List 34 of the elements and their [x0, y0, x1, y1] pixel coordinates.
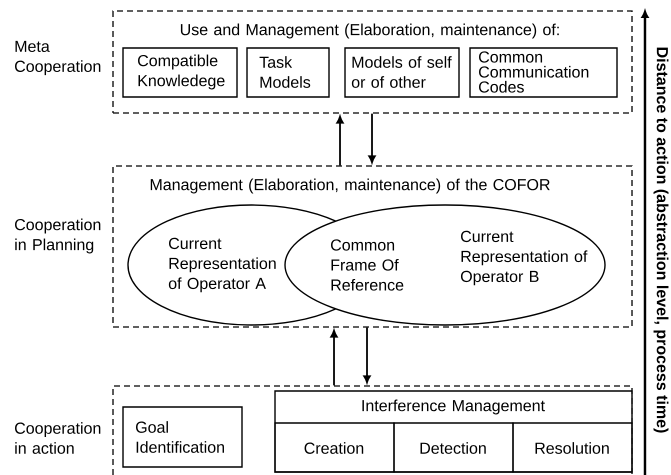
dashed-band: [15, 10, 633, 114]
level-label: Meta Cooperation: [15, 40, 100, 76]
table-cell: [393, 422, 514, 473]
band-title: Management (Elaboration, maintenance) of the COFOR: [150, 178, 550, 194]
arrow: [368, 114, 376, 164]
arrow: [363, 328, 371, 384]
text-box: [122, 47, 238, 98]
arrow: [336, 116, 344, 166]
text-box: [469, 47, 618, 98]
node-text: Goal Identification: [136, 421, 224, 453]
axis-label: Distance to action (abstraction level, process time): [654, 48, 668, 433]
node-text: Interference Management: [362, 400, 545, 414]
node-text: Task Models: [260, 56, 310, 88]
table-cell: [512, 422, 633, 473]
ellipse: [284, 204, 606, 326]
node-text: Common Communication Codes: [479, 51, 588, 93]
node-text: Resolution: [536, 442, 609, 454]
band-title: Use and Management (Elaboration, maintenance) of:: [180, 24, 559, 38]
text-box: [246, 47, 330, 98]
node-text: Models of self or of other: [352, 56, 452, 88]
dashed-band: [15, 385, 633, 475]
node-text: Detection: [420, 442, 486, 454]
text-box: [122, 406, 243, 468]
dashed-band: [15, 165, 633, 328]
level-label: Cooperation in action: [15, 422, 100, 454]
node-text: Current Representation of Operator A: [168, 238, 276, 292]
level-label: Cooperation in Planning: [15, 218, 100, 254]
node-text: Creation: [304, 442, 364, 454]
node-text: Common Frame Of Reference: [331, 239, 404, 291]
text-box: [344, 47, 460, 98]
table-cell: [274, 422, 395, 473]
arrow: [330, 330, 338, 386]
node-text: Current Representation of Operator B: [460, 230, 588, 286]
node-text: Compatible Knowledege: [138, 54, 225, 90]
